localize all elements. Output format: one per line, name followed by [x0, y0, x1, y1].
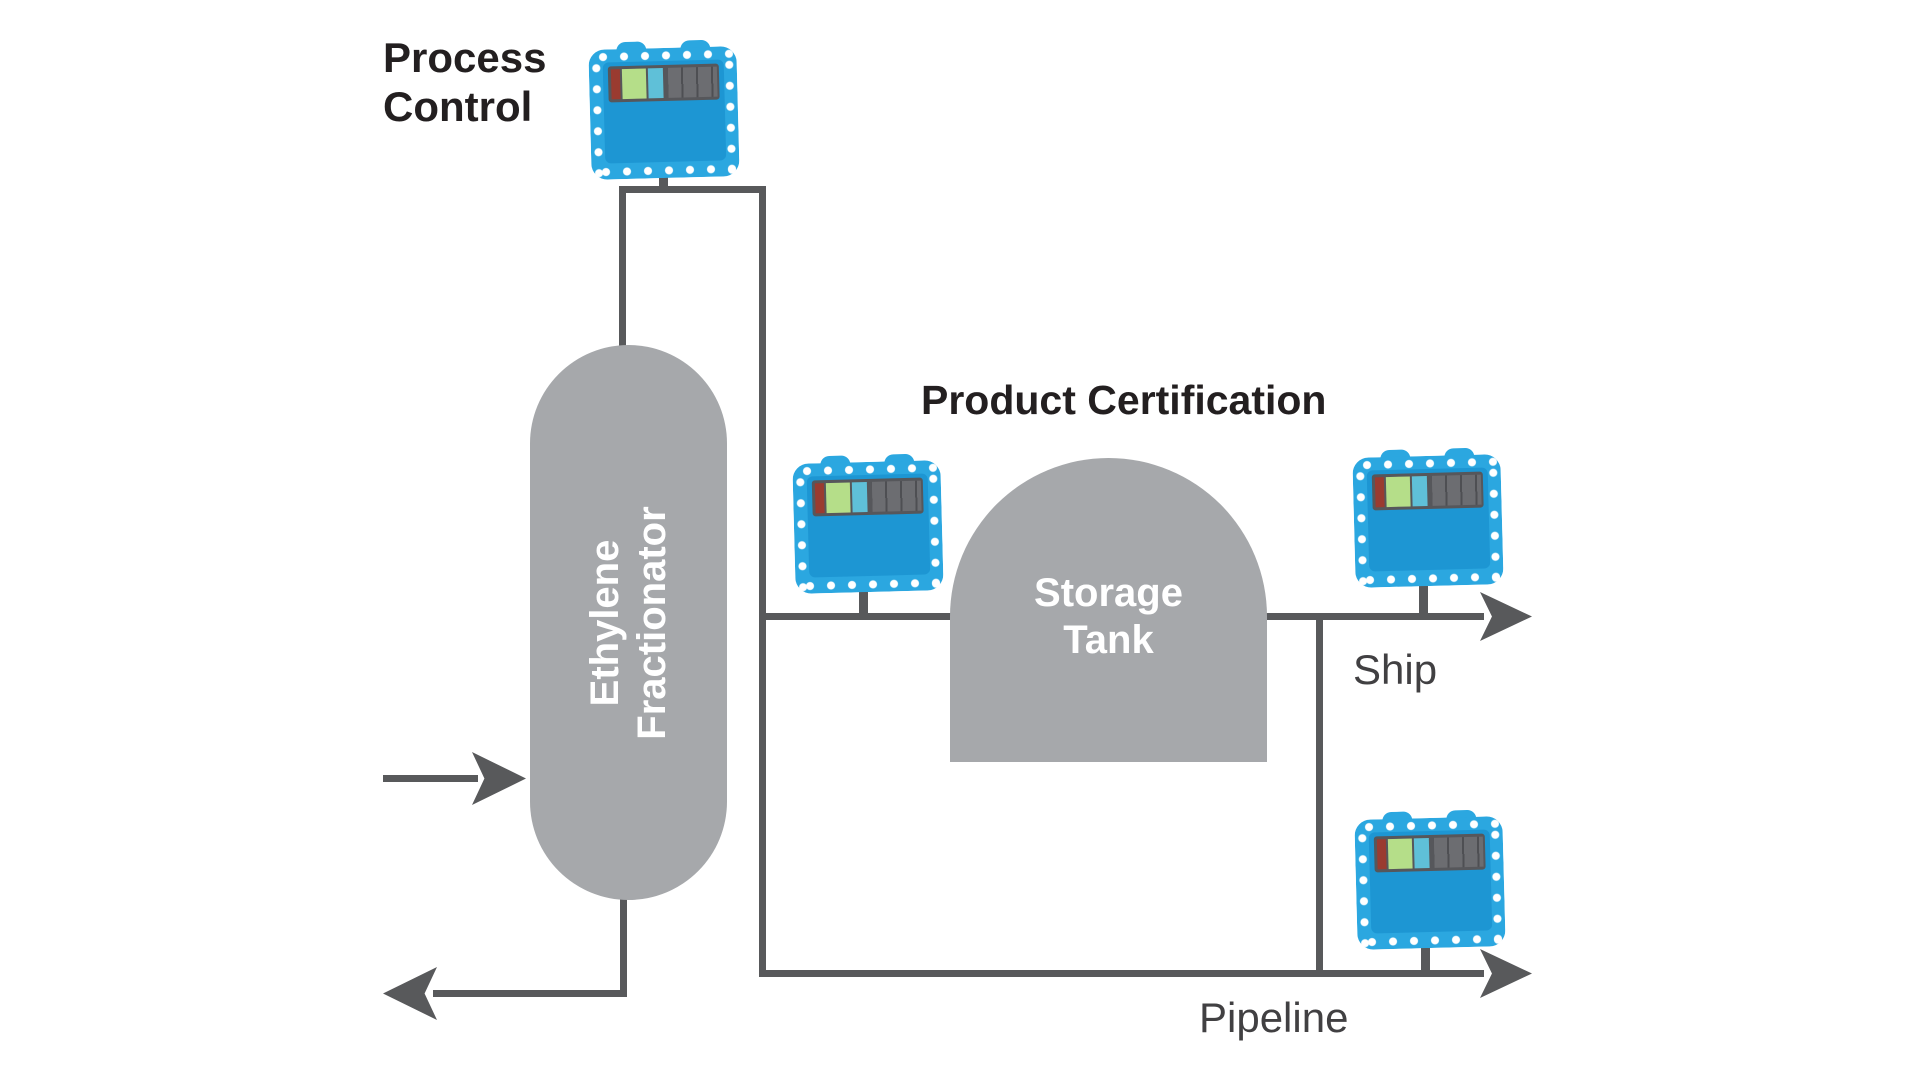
- analyzer-mount-stem: [859, 585, 868, 617]
- flow-arrow-icon: [383, 967, 437, 1020]
- flow-arrow-icon: [472, 752, 526, 805]
- keypad-stripes: [1431, 474, 1482, 506]
- bottoms-outlet-line: [433, 990, 627, 997]
- analyzer-mount-stem: [1421, 938, 1430, 974]
- bottoms-outlet-riser: [620, 893, 627, 997]
- indicator-cell: [1387, 838, 1413, 870]
- overhead-top-line: [619, 186, 766, 193]
- storage-tank-label: Storage Tank: [1034, 571, 1183, 662]
- storage-tank: Storage Tank: [950, 458, 1267, 762]
- analyzer-front-panel: [1366, 467, 1491, 572]
- keypad-stripes: [871, 480, 922, 512]
- analyzer-mount-stem: [659, 168, 668, 190]
- analyzer-pipeline gas-chromatograph-analyzer-icon: [1354, 809, 1506, 950]
- main-downcomer-line: [759, 186, 766, 977]
- indicator-cell: [825, 482, 851, 514]
- feed-inlet-line: [383, 775, 478, 782]
- analyzer-display-window: [1371, 471, 1484, 511]
- analyzer-mount-stem: [1419, 578, 1428, 617]
- indicator-cell: [1376, 839, 1387, 870]
- pipeline-line: [759, 970, 1484, 977]
- fractionator-label: Ethylene Fractionator: [582, 505, 674, 740]
- product-certification-label: Product Certification: [921, 377, 1327, 423]
- indicator-cell: [1385, 476, 1411, 508]
- analyzer-front-panel: [806, 473, 931, 578]
- indicator-cell: [647, 68, 664, 99]
- indicator-cell: [621, 68, 647, 100]
- fractionator-overhead-riser: [619, 186, 626, 348]
- analyzer-process-control gas-chromatograph-analyzer-icon: [588, 39, 740, 180]
- keypad-stripes: [1433, 836, 1484, 868]
- analyzer-front-panel: [602, 59, 727, 164]
- analyzer-display-window: [811, 477, 924, 517]
- process-control-label: Process Control: [383, 34, 547, 130]
- indicator-cell: [814, 483, 825, 514]
- indicator-cell: [851, 482, 868, 513]
- pipeline-label: Pipeline: [1199, 994, 1349, 1041]
- indicator-cell: [610, 69, 621, 100]
- indicator-cell: [1374, 477, 1385, 508]
- indicator-cell: [1411, 476, 1428, 507]
- analyzer-display-window: [607, 63, 720, 103]
- ship-label: Ship: [1353, 646, 1438, 693]
- analyzer-tank-feed gas-chromatograph-analyzer-icon: [792, 453, 944, 594]
- pipeline-branch-line: [1316, 613, 1323, 977]
- ethylene-fractionator-vessel: Ethylene Fractionator: [530, 345, 727, 900]
- indicator-cell: [1413, 838, 1430, 869]
- analyzer-front-panel: [1368, 829, 1493, 934]
- analyzer-ship-line gas-chromatograph-analyzer-icon: [1352, 447, 1504, 588]
- flow-arrow-icon: [1480, 949, 1532, 998]
- flow-arrow-icon: [1480, 592, 1532, 641]
- analyzer-display-window: [1373, 833, 1486, 873]
- ship-line: [1262, 613, 1484, 620]
- keypad-stripes: [667, 66, 718, 98]
